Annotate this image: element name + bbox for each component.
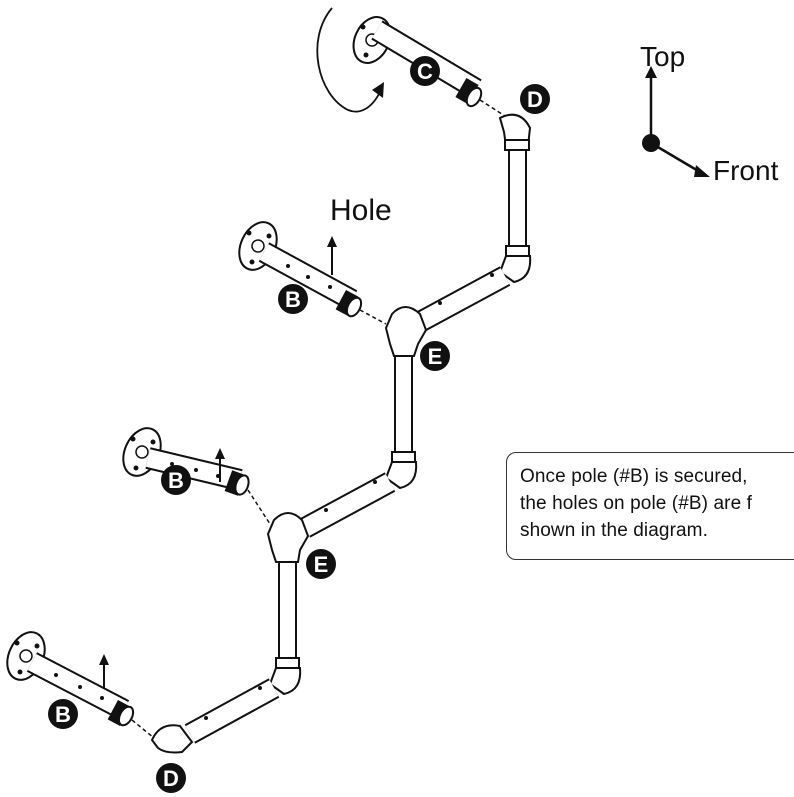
badge-d-top: D [520,84,550,114]
vertical-pipe-2 [384,355,418,490]
elbow-d-top [498,113,532,151]
svg-text:B: B [55,702,71,727]
badge-b3: B [48,699,78,729]
tee-e1 [384,306,428,357]
svg-text:D: D [163,766,179,791]
front-arrow [650,141,701,174]
note-line-2: the holes on pole (#B) are f [520,493,752,514]
pipe-b2 [122,427,250,496]
hole-arrow-2 [215,448,225,482]
origin-dot [642,134,660,152]
connector-b3-d [131,719,155,739]
svg-text:D: D [527,87,543,112]
rotation-arrow [316,7,384,113]
top-arrow-head [645,66,657,78]
pipe-b3 [6,631,135,727]
badge-d-bottom: D [156,763,186,793]
badge-c: C [410,56,440,86]
diagonal-pipe-2 [299,472,396,538]
diagonal-pipe-1 [414,266,511,332]
top-label: Top [640,41,685,72]
svg-text:B: B [285,287,301,312]
note-line-3: shown in the diagram. [520,520,708,541]
diagonal-pipe-3 [184,678,280,744]
svg-text:E: E [428,344,443,369]
tee-e2 [266,512,310,563]
svg-text:B: B [168,468,184,493]
hole-label: Hole [330,194,392,227]
connector-b1-e1 [359,309,387,325]
badge-e2: E [306,549,336,579]
note-callout [506,452,794,560]
hole-arrow-1 [327,236,337,275]
elbow-mid-1 [498,255,532,284]
front-label: Front [713,155,779,186]
vertical-pipe-1 [505,149,530,259]
badge-e1: E [420,341,450,371]
svg-text:C: C [417,59,433,84]
elbow-d-bottom [150,724,194,754]
badge-b2: B [161,465,191,495]
pipe-b1 [238,221,363,318]
vertical-pipe-3 [268,561,302,696]
note-line-1: Once pole (#B) is secured, [520,466,748,487]
front-arrow-head [694,165,710,177]
svg-text:E: E [314,552,329,577]
connector-b2-e2 [247,489,271,525]
hole-arrow-3 [99,654,109,688]
connector-c-d [479,99,506,117]
badge-b1: B [278,284,308,314]
orientation-indicator: Top Front [640,41,779,186]
